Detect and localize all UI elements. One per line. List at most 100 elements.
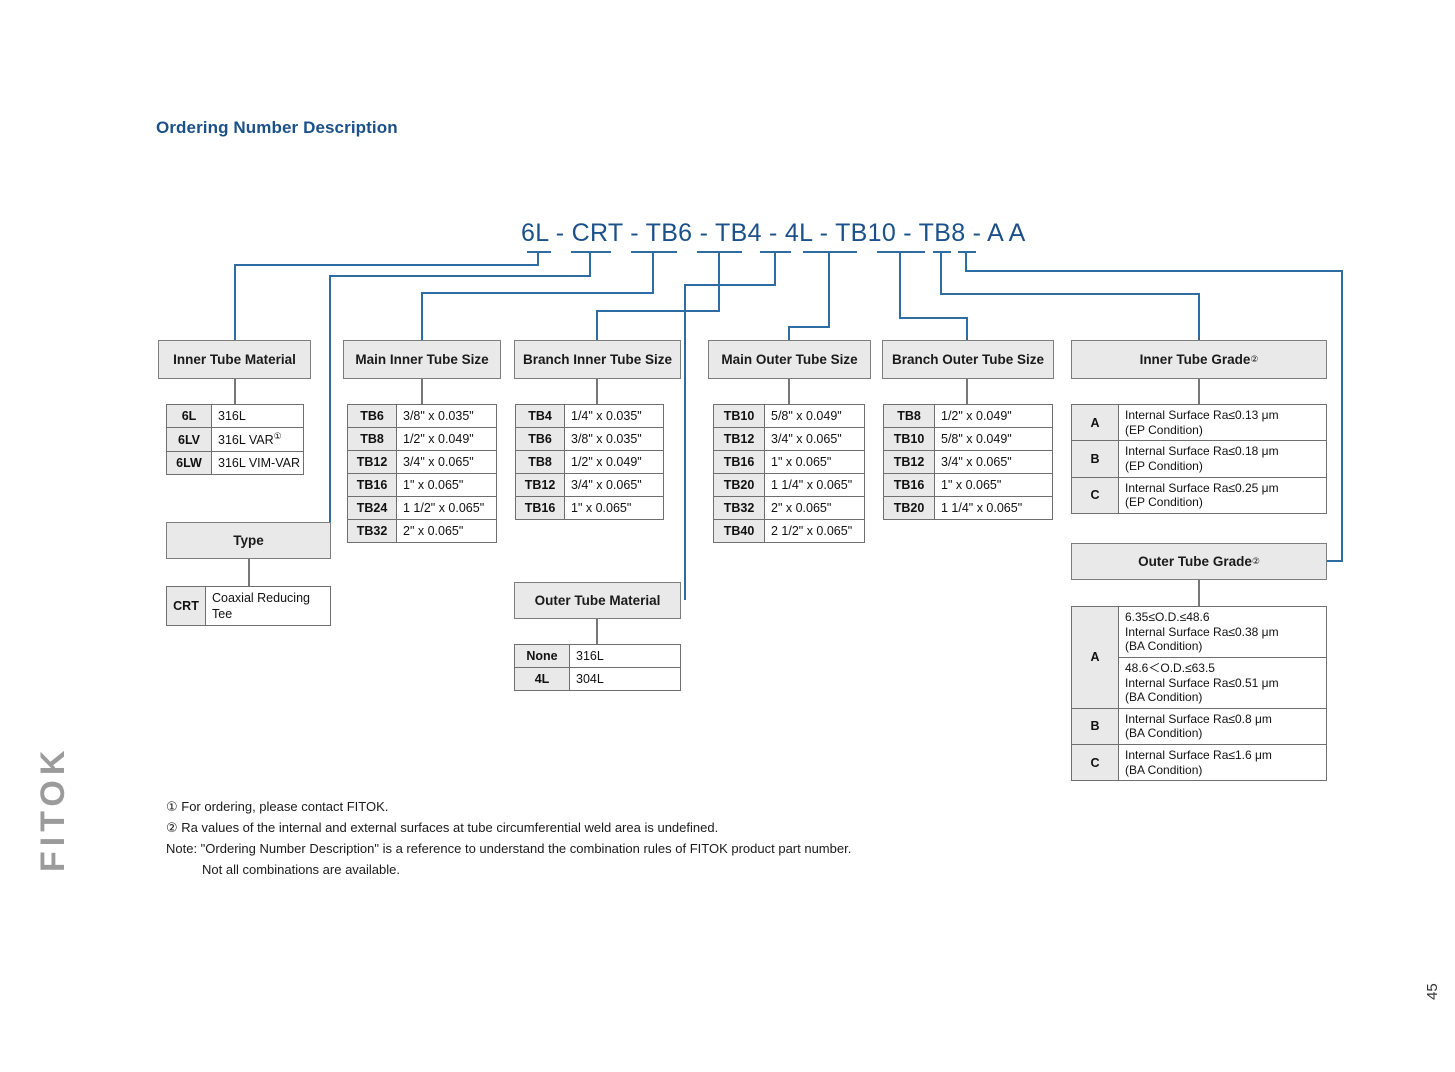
ordering-number-string: 6L - CRT - TB6 - TB4 - 4L - TB10 - TB8 -… bbox=[521, 219, 1026, 247]
option-code: CRT bbox=[166, 586, 206, 626]
option-code: TB8 bbox=[883, 404, 935, 428]
option-desc: 1/2" x 0.049" bbox=[564, 450, 664, 474]
table-row: 6LV 316L VAR① bbox=[166, 426, 304, 453]
footnote-marker-2: ② bbox=[1250, 354, 1259, 365]
option-desc: 3/8" x 0.035" bbox=[396, 404, 497, 428]
option-code: TB12 bbox=[347, 450, 397, 474]
page-title: Ordering Number Description bbox=[156, 118, 398, 137]
option-code: TB16 bbox=[347, 473, 397, 497]
option-code: TB4 bbox=[515, 404, 565, 428]
option-desc: 5/8" x 0.049" bbox=[764, 404, 865, 428]
table-row: 6L 316L bbox=[166, 404, 304, 428]
header-main-inner-tube-size: Main Inner Tube Size bbox=[343, 340, 501, 379]
option-desc: 1" x 0.065" bbox=[934, 473, 1053, 497]
fitok-logo: FITOK bbox=[34, 745, 72, 872]
option-desc: 1" x 0.065" bbox=[564, 496, 664, 520]
grade-desc: Internal Surface Ra≤1.6 μm(BA Condition) bbox=[1118, 743, 1327, 782]
option-code: TB6 bbox=[347, 404, 397, 428]
option-desc: 1/2" x 0.049" bbox=[934, 404, 1053, 428]
option-desc: 316L VIM-VAR bbox=[211, 451, 304, 476]
group-main-inner-tube-size: Main Inner Tube Size bbox=[343, 340, 501, 379]
option-code: None bbox=[514, 644, 570, 668]
grade-desc-line1: Internal Surface Ra≤1.6 μm bbox=[1125, 748, 1272, 762]
option-desc: 1 1/4" x 0.065" bbox=[934, 496, 1053, 520]
option-code: TB6 bbox=[515, 427, 565, 451]
option-desc: 1" x 0.065" bbox=[764, 450, 865, 474]
option-desc: 304L bbox=[569, 667, 681, 691]
table-row: A Internal Surface Ra≤0.13 μm(EP Conditi… bbox=[1071, 403, 1327, 442]
grade-desc-line1: 48.6＜O.D.≤63.5 bbox=[1125, 660, 1215, 675]
option-desc: 5/8" x 0.049" bbox=[934, 427, 1053, 451]
option-code: TB32 bbox=[347, 519, 397, 543]
group-type: Type bbox=[166, 522, 331, 559]
option-code: TB8 bbox=[347, 427, 397, 451]
option-code: TB16 bbox=[713, 450, 765, 474]
grade-desc-line2: (EP Condition) bbox=[1125, 458, 1203, 473]
table-inner-tube-grade: A Internal Surface Ra≤0.13 μm(EP Conditi… bbox=[1071, 403, 1327, 514]
option-code: TB12 bbox=[713, 427, 765, 451]
table-type: CRT Coaxial Reducing Tee bbox=[166, 586, 331, 626]
header-main-outer-tube-size: Main Outer Tube Size bbox=[708, 340, 871, 379]
option-desc: 3/4" x 0.065" bbox=[396, 450, 497, 474]
table-inner-tube-material: 6L 316L 6LV 316L VAR① 6LW 316L VIM-VAR bbox=[166, 404, 304, 476]
group-branch-outer-tube-size: Branch Outer Tube Size bbox=[882, 340, 1054, 379]
option-desc: 316L VAR① bbox=[211, 426, 304, 453]
option-code: 4L bbox=[514, 667, 570, 691]
option-desc: 1 1/2" x 0.065" bbox=[396, 496, 497, 520]
option-code: 6LW bbox=[166, 451, 212, 476]
page-number: 45 bbox=[1424, 983, 1441, 1000]
option-desc: 3/4" x 0.065" bbox=[764, 427, 865, 451]
option-desc: 1 1/4" x 0.065" bbox=[764, 473, 865, 497]
option-desc: 2 1/2" x 0.065" bbox=[764, 519, 865, 543]
option-code: 6L bbox=[166, 404, 212, 428]
option-desc: 2" x 0.065" bbox=[764, 496, 865, 520]
grade-desc-line2: Internal Surface Ra≤0.51 μm bbox=[1125, 675, 1279, 690]
grade-code: A bbox=[1071, 403, 1119, 442]
footnote-marker-2: ② bbox=[1251, 556, 1260, 567]
option-desc: 1" x 0.065" bbox=[396, 473, 497, 497]
grade-desc-line3: (BA Condition) bbox=[1125, 639, 1203, 654]
footnote-1: ① For ordering, please contact FITOK. bbox=[166, 799, 389, 814]
option-desc: 316L bbox=[211, 404, 304, 428]
grade-desc-line3: (BA Condition) bbox=[1125, 690, 1203, 705]
grade-desc-line1: Internal Surface Ra≤0.25 μm bbox=[1125, 480, 1279, 495]
header-type: Type bbox=[166, 522, 331, 559]
header-outer-tube-grade-text: Outer Tube Grade bbox=[1138, 553, 1252, 569]
option-desc: Coaxial Reducing Tee bbox=[205, 586, 331, 626]
grade-desc: Internal Surface Ra≤0.8 μm(BA Condition) bbox=[1118, 707, 1327, 746]
option-code: TB24 bbox=[347, 496, 397, 520]
option-code: TB16 bbox=[883, 473, 935, 497]
option-code: TB10 bbox=[713, 404, 765, 428]
option-desc: 1/2" x 0.049" bbox=[396, 427, 497, 451]
grade-desc: Internal Surface Ra≤0.18 μm(EP Condition… bbox=[1118, 440, 1327, 478]
option-code: TB10 bbox=[883, 427, 935, 451]
grade-code: C bbox=[1071, 476, 1119, 514]
header-inner-tube-grade-text: Inner Tube Grade bbox=[1139, 351, 1251, 367]
header-branch-inner-tube-size: Branch Inner Tube Size bbox=[514, 340, 681, 379]
option-desc: 3/4" x 0.065" bbox=[934, 450, 1053, 474]
option-code: TB32 bbox=[713, 496, 765, 520]
footnote-2: ② Ra values of the internal and external… bbox=[166, 820, 719, 836]
